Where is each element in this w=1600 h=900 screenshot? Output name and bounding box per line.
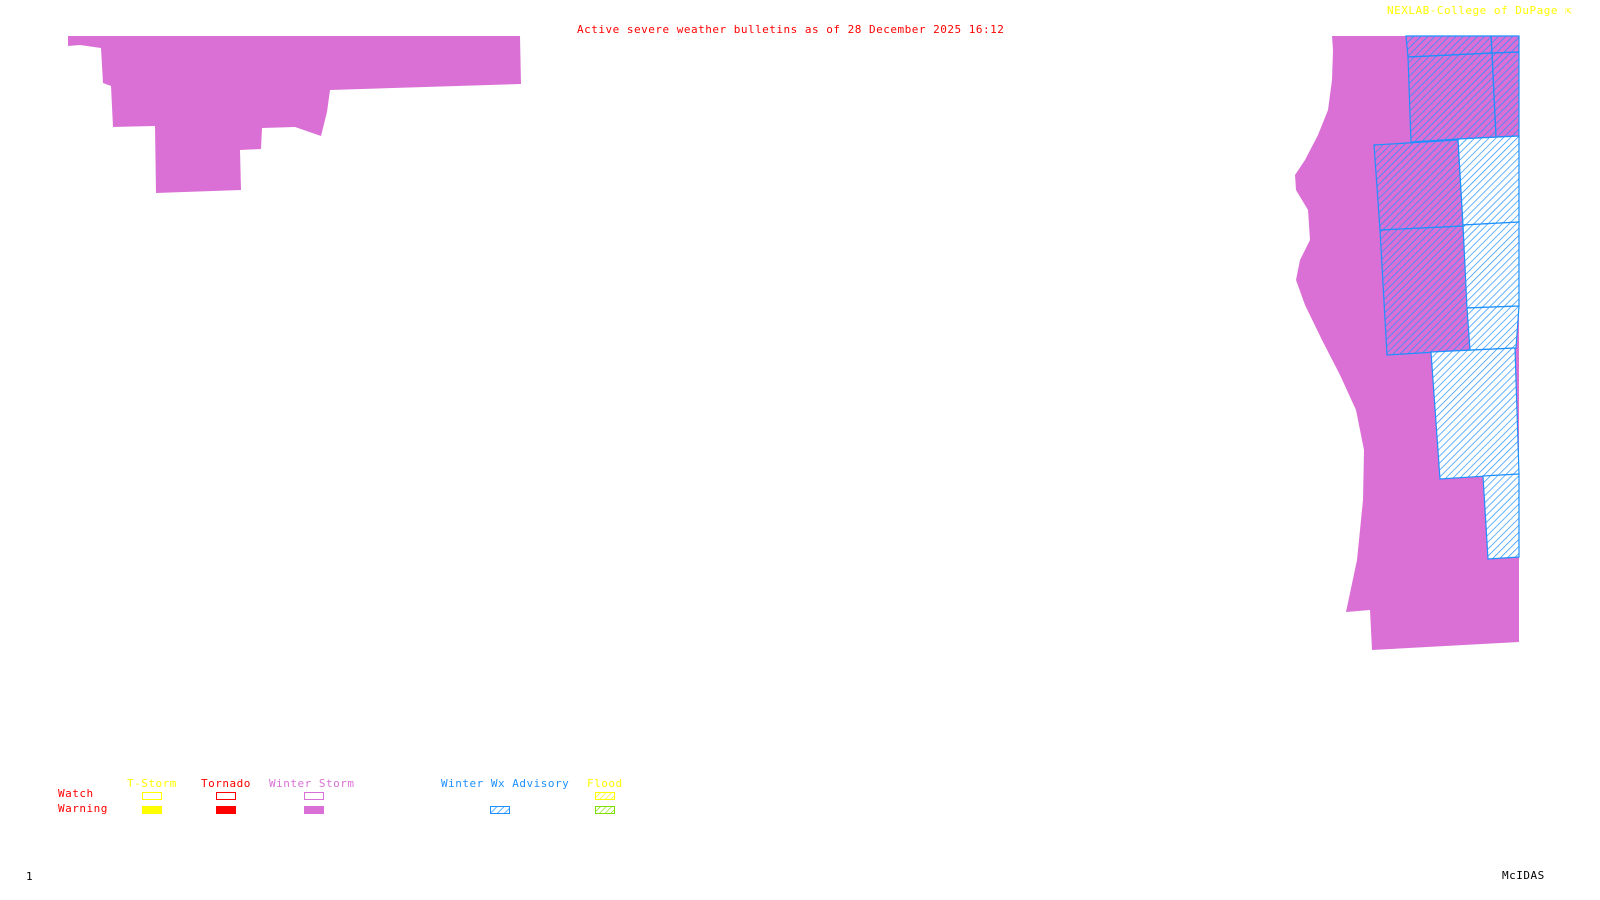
arrow-cursor-icon: ⇱ [1565,4,1573,17]
credit-text: NEXLAB-College of DuPage [1387,4,1558,17]
legend-tstorm-warning-swatch [142,806,162,814]
advisory-zone[interactable] [1491,51,1520,138]
map-title: Active severe weather bulletins as of 28… [577,23,1005,36]
advisory-zone[interactable] [1407,52,1497,143]
legend-flood-label: Flood [587,777,623,790]
legend-winter-storm-warning-swatch [304,806,324,814]
legend-winter-storm-label: Winter Storm [269,777,355,790]
legend-tornado-watch-swatch [216,792,236,800]
legend-flood-warning-swatch [595,806,615,814]
legend-winter-wx-advisory-swatch [490,806,510,814]
legend-tstorm-watch-swatch [142,792,162,800]
advisory-zones [1430,135,1520,560]
advisory-zone[interactable] [1490,35,1520,54]
winter-storm-warning-region-northwest[interactable] [68,36,521,193]
legend-tornado-warning-swatch [216,806,236,814]
legend-winter-wx-advisory-label: Winter Wx Advisory [441,777,570,790]
advisory-zone[interactable] [1379,225,1471,356]
legend-row-warning-label: Warning [58,802,108,815]
advisory-zones-overlap [1373,35,1520,356]
software-label: McIDAS [1502,869,1545,882]
legend-row-watch-label: Watch [58,787,94,800]
credit-label: NEXLAB-College of DuPage ⇱ [1387,5,1572,17]
legend-tornado-label: Tornado [201,777,251,790]
advisory-zone[interactable] [1373,139,1464,231]
frame-number: 1 [26,870,34,883]
legend-winter-storm-watch-swatch [304,792,324,800]
legend-flood-watch-swatch [595,792,615,800]
legend-tstorm-label: T-Storm [127,777,177,790]
